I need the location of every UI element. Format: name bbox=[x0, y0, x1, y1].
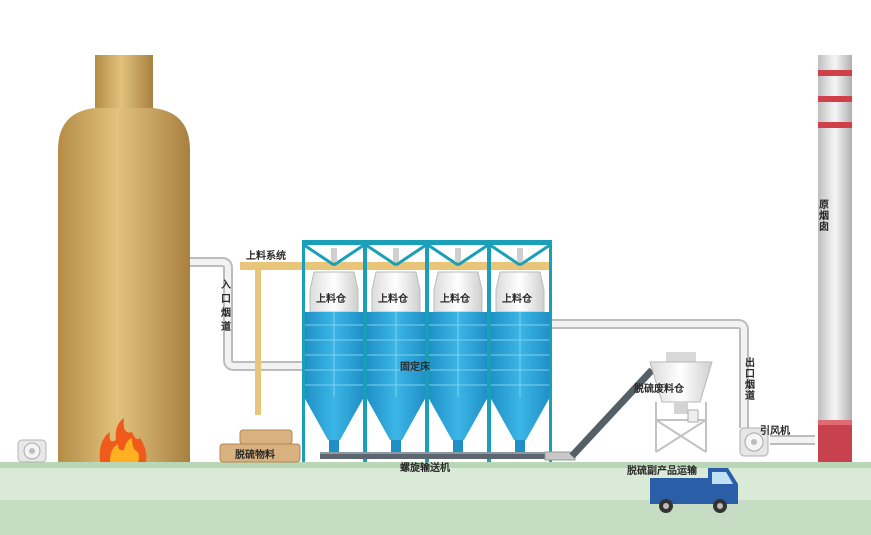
inclined-conveyor bbox=[544, 367, 655, 461]
label-feed-system: 上料系统 bbox=[246, 249, 286, 262]
label-chimney: 原烟囱 bbox=[819, 199, 829, 233]
label-desulfurizer-material: 脱硫物料 bbox=[235, 448, 275, 461]
induced-fan bbox=[739, 427, 769, 457]
label-waste-bin: 脱硫废料仓 bbox=[634, 382, 685, 395]
feed-bin-1: 上料仓 bbox=[302, 240, 366, 462]
feed-bin-3: 上料仓 bbox=[426, 240, 490, 462]
label-fixed-bed: 固定床 bbox=[400, 360, 431, 373]
fixed-bed-bins: 上料仓 上料仓 上料仓 上料仓 bbox=[302, 240, 552, 462]
label-byproduct-transport: 脱硫副产品运输 bbox=[627, 464, 698, 477]
label-outlet-flue: 出口烟道 bbox=[745, 356, 755, 402]
outlet-flue-pipe bbox=[550, 319, 815, 445]
label-feed-bin: 上料仓 bbox=[440, 292, 471, 305]
flame-icon bbox=[99, 418, 147, 462]
label-screw-conveyor: 螺旋输送机 bbox=[400, 461, 450, 474]
chimney bbox=[818, 55, 852, 462]
label-feed-bin: 上料仓 bbox=[502, 292, 533, 305]
feed-system-beam bbox=[240, 262, 552, 415]
label-inlet-flue: 入口烟道 bbox=[221, 279, 231, 333]
inlet-flue-pipe bbox=[190, 257, 305, 371]
byproduct-truck bbox=[650, 468, 738, 513]
feed-bin-4: 上料仓 bbox=[488, 240, 552, 462]
waste-bin bbox=[649, 352, 713, 453]
blower-left bbox=[17, 439, 47, 463]
label-feed-bin: 上料仓 bbox=[378, 292, 409, 305]
label-feed-bin: 上料仓 bbox=[316, 292, 347, 305]
screw-conveyor bbox=[320, 452, 550, 459]
label-induced-fan: 引风机 bbox=[760, 424, 790, 437]
absorber-tower bbox=[58, 55, 190, 462]
desulfurizer-material-stack bbox=[219, 429, 301, 463]
feed-bin-2: 上料仓 bbox=[364, 240, 428, 462]
